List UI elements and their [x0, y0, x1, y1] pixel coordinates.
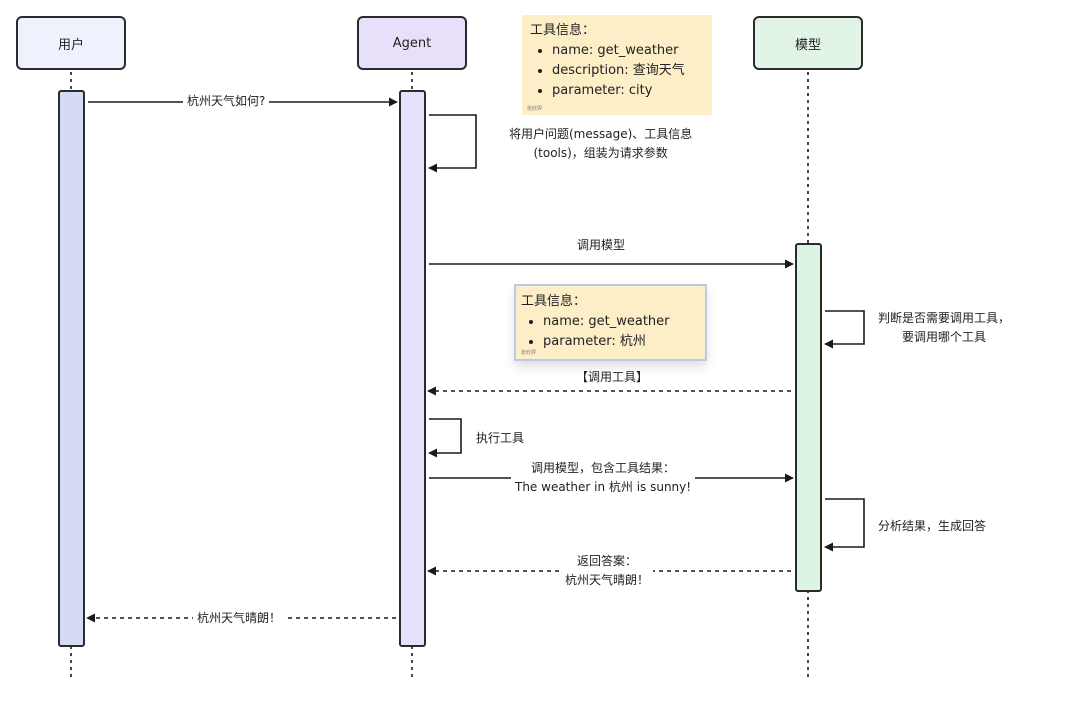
model-activation-bar	[795, 243, 822, 592]
participant-user-label: 用户	[57, 37, 84, 53]
user-activation-bar	[58, 90, 85, 647]
msg-ask-weather-label: 杭州天气如何?	[183, 92, 270, 111]
tool-call-note-list: name: get_weather parameter: 杭州	[521, 312, 700, 352]
msg-run-tool-label: 执行工具	[476, 431, 525, 445]
note-item: name: get_weather	[543, 312, 700, 332]
msg-decide-tool-arrow	[824, 310, 865, 349]
msg-analyze-label: 分析结果，生成回答	[878, 519, 987, 533]
note-item: parameter: city	[552, 81, 704, 101]
note-item: parameter: 杭州	[543, 332, 700, 352]
msg-return-answer-label: 返回答案： 杭州天气晴朗！	[561, 552, 654, 590]
participant-model: 模型	[753, 16, 863, 70]
tools-info-note: 工具信息： name: get_weather description: 查询天…	[522, 15, 712, 115]
tools-info-note-list: name: get_weather description: 查询天气 para…	[530, 41, 704, 101]
msg-assemble-request-label: 将用户问题(message)、工具信息 (tools)，组装为请求参数	[509, 127, 693, 160]
msg-call-tool-label: 【调用工具】	[576, 370, 649, 384]
msg-call-model-with-result-label: 调用模型，包含工具结果： The weather in 杭州 is sunny!	[511, 459, 696, 497]
note-signature: 张欣羿	[521, 350, 537, 356]
msg-final-answer-label: 杭州天气晴朗！	[193, 609, 286, 628]
tool-call-note-title: 工具信息：	[521, 294, 587, 309]
note-item: name: get_weather	[552, 41, 704, 61]
participant-agent: Agent	[357, 16, 467, 70]
msg-run-tool-arrow	[428, 418, 462, 458]
participant-model-label: 模型	[794, 37, 821, 53]
tools-info-note-title: 工具信息：	[530, 23, 596, 38]
msg-call-model-label: 调用模型	[577, 238, 626, 252]
msg-decide-tool-label: 判断是否需要调用工具， 要调用哪个工具	[878, 311, 1011, 344]
tool-call-note: 工具信息： name: get_weather parameter: 杭州 张欣…	[514, 284, 707, 361]
participant-user: 用户	[16, 16, 126, 70]
note-signature: 张欣羿	[527, 106, 543, 112]
note-item: description: 查询天气	[552, 61, 704, 81]
participant-agent-label: Agent	[392, 35, 432, 51]
msg-analyze-arrow	[824, 498, 865, 552]
msg-assemble-request-arrow	[428, 114, 477, 173]
agent-activation-bar	[399, 90, 426, 647]
